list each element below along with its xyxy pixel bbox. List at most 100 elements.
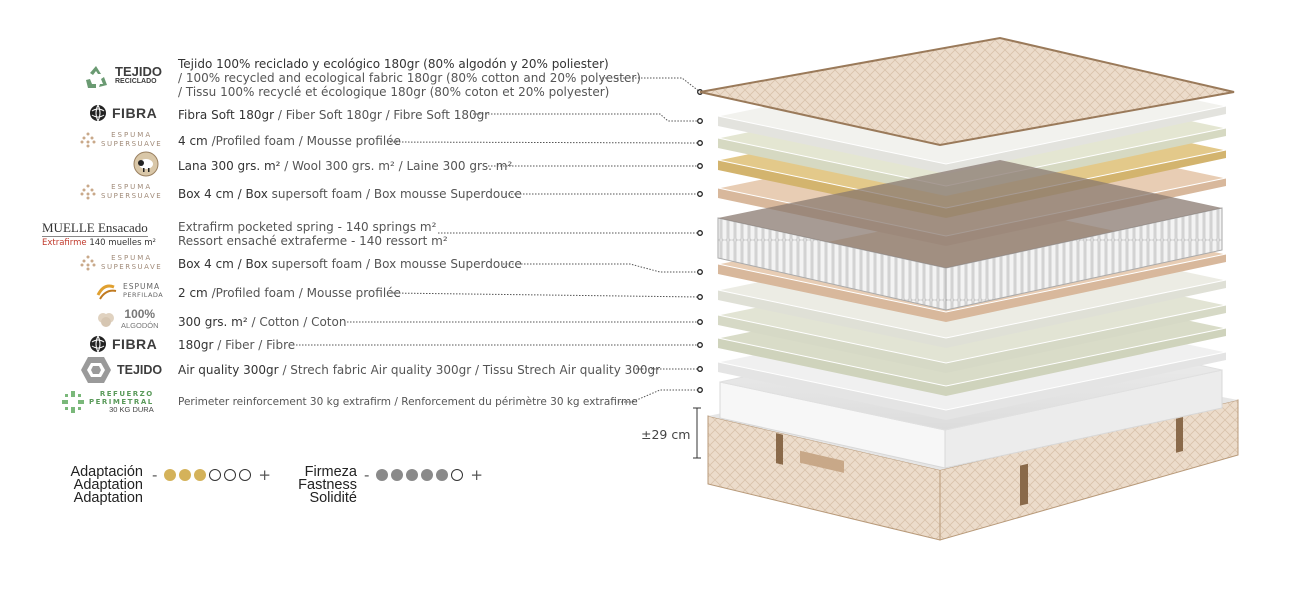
leader-dot-1 <box>697 118 703 124</box>
layer-desc-main: Box 4 cm / Box <box>178 257 268 271</box>
layer-desc-main: Fibra Soft 180gr <box>178 108 275 122</box>
logo-title: ESPUMA <box>111 131 153 139</box>
globe-fiber-icon <box>90 104 106 122</box>
adaptation-scale: -+ <box>152 466 271 484</box>
logo-lana <box>133 151 159 177</box>
logo-title: TEJIDO <box>117 363 163 377</box>
leader-line-1 <box>473 113 700 122</box>
layer-desc-2: 4 cm /Profiled foam / Mousse profilée <box>178 134 401 148</box>
base-label <box>800 450 844 473</box>
scale-dot-filled <box>164 469 177 481</box>
layer-desc-4: Box 4 cm / Box supersoft foam / Box mous… <box>178 187 522 201</box>
firmness-labels: Firmeza Fastness Solidité <box>287 464 357 506</box>
adaptation-label-en: Adaptation <box>73 477 143 493</box>
leader-dot-3 <box>697 163 703 169</box>
layer-desc-11: Perimeter reinforcement 30 kg extrafirm … <box>178 396 638 408</box>
logo-espuma-supersuave-2: ESPUMA SUPERSUAVE <box>80 183 162 201</box>
leader-line-11 <box>618 389 700 403</box>
scale-minus: - <box>152 466 158 484</box>
scale-dot-filled <box>194 469 207 481</box>
leader-dot-9 <box>697 342 703 348</box>
layer-desc-sub: / Fiber Soft 180gr / Fibre Soft 180gr <box>274 108 490 122</box>
globe-fiber-icon <box>90 335 106 353</box>
logo-subtitle: PERIMETRAL <box>89 398 154 406</box>
layer-desc-6: Box 4 cm / Box supersoft foam / Box mous… <box>178 257 522 271</box>
layer-top-fabric <box>699 36 1235 147</box>
base-handle <box>776 433 783 465</box>
logo-fibra-top: FIBRA <box>89 104 157 122</box>
logo-subtitle: ALGODÓN <box>121 321 159 330</box>
logo-subtitle: PERFILADA <box>123 291 164 299</box>
layer-fiber-bottom-side <box>718 328 1226 396</box>
logo-tejido: TEJIDO <box>80 355 162 385</box>
perimeter-icon <box>62 391 84 413</box>
adaptation-label-es: Adaptación <box>70 464 143 480</box>
leader-line-6 <box>503 263 700 273</box>
layer-desc-sub: /Profiled foam / Mousse profilée <box>207 286 401 300</box>
diamond-dots-icon <box>80 255 96 271</box>
logo-title: MUELLE Ensacado <box>42 220 148 237</box>
layer-desc-main: Extrafirm pocketed spring - 140 springs … <box>178 220 437 234</box>
scale-dot-filled <box>391 469 404 481</box>
logo-algodon: 100% ALGODÓN <box>96 307 159 331</box>
firmness-label-fr: Solidité <box>309 490 357 506</box>
layer-desc-8: 300 grs. m² / Cotton / Coton <box>178 315 346 329</box>
leader-dot-11 <box>697 387 703 393</box>
logo-title: 100% <box>124 307 156 321</box>
layer-desc-sub: /Profiled foam / Mousse profilée <box>207 134 401 148</box>
layer-air-fabric-side <box>718 352 1226 420</box>
base-handle <box>1176 417 1183 453</box>
layer-desc-main: Tejido 100% reciclado y ecológico 180gr … <box>178 57 609 71</box>
scale-dot-empty <box>209 469 222 481</box>
logo-subtitle: SUPERSUAVE <box>101 263 163 271</box>
layer-pocket-springs <box>717 160 1223 311</box>
layer-box-foam-lower-side <box>718 254 1226 322</box>
logo-subtitle: 140 muelles m² <box>89 238 156 248</box>
leader-dot-6 <box>697 269 703 275</box>
logo-refuerzo-perimetral: REFUERZO PERIMETRAL 30 KG DURA <box>62 390 154 414</box>
scale-dot-filled <box>406 469 419 481</box>
scale-dot-empty <box>239 469 252 481</box>
logo-subtitle: SUPERSUAVE <box>101 140 163 148</box>
layer-desc-sub: / Wool 300 grs. m² / Laine 300 grs. m² <box>280 159 513 173</box>
firmness-label-en: Fastness <box>298 477 357 493</box>
wave-icon <box>96 284 117 300</box>
layer-desc-0: Tejido 100% reciclado y ecológico 180gr … <box>178 57 641 99</box>
logo-title: TEJIDO <box>115 64 162 79</box>
logo-subtitle-2: 30 KG DURA <box>109 405 154 414</box>
diamond-dots-icon <box>80 132 96 148</box>
layer-cotton-side <box>718 305 1226 373</box>
layer-desc-sub: Perimeter reinforcement 30 kg extrafirm … <box>178 396 638 408</box>
layer-desc-7: 2 cm /Profiled foam / Mousse profilée <box>178 286 401 300</box>
logo-title: ESPUMA <box>123 282 161 291</box>
logo-tejido-reciclado: TEJIDO RECICLADO <box>82 63 162 91</box>
layer-desc-main: 4 cm <box>178 134 208 148</box>
layer-desc-9: 180gr / Fiber / Fibre <box>178 338 295 352</box>
logo-title: FIBRA <box>112 105 158 121</box>
leader-dot-2 <box>697 140 703 146</box>
logo-title: ESPUMA <box>111 183 153 191</box>
layer-desc-3: Lana 300 grs. m² / Wool 300 grs. m² / La… <box>178 159 512 173</box>
logo-espuma-perfilada: ESPUMA PERFILADA <box>96 281 163 301</box>
layer-desc-sub: supersoft foam / Box mousse Superdouce <box>267 257 522 271</box>
logo-title: REFUERZO <box>99 390 154 398</box>
layer-desc-line2: Ressort ensaché extraferme - 140 ressort… <box>178 234 448 248</box>
layer-desc-main: 2 cm <box>178 286 208 300</box>
hexagon-icon <box>81 357 111 383</box>
leader-dot-7 <box>697 294 703 300</box>
leader-dot-4 <box>697 191 703 197</box>
firmness-label-es: Firmeza <box>304 464 357 480</box>
scale-plus: + <box>470 466 483 484</box>
layer-profiled-2cm-side <box>718 280 1226 348</box>
layer-desc-main: Lana 300 grs. m² <box>178 159 281 173</box>
scale-dot-filled <box>179 469 192 481</box>
logo-subtitle: SUPERSUAVE <box>101 192 163 200</box>
layer-desc-1: Fibra Soft 180gr / Fiber Soft 180gr / Fi… <box>178 108 489 122</box>
layer-desc-sub: supersoft foam / Box mousse Superdouce <box>267 187 522 201</box>
sheep-icon <box>133 151 159 177</box>
leader-dot-10 <box>697 366 703 372</box>
leader-line-7 <box>389 292 701 298</box>
scale-plus: + <box>258 466 271 484</box>
height-label: ±29 cm <box>641 427 691 442</box>
layer-desc-sub: / Fiber / Fibre <box>213 338 296 352</box>
